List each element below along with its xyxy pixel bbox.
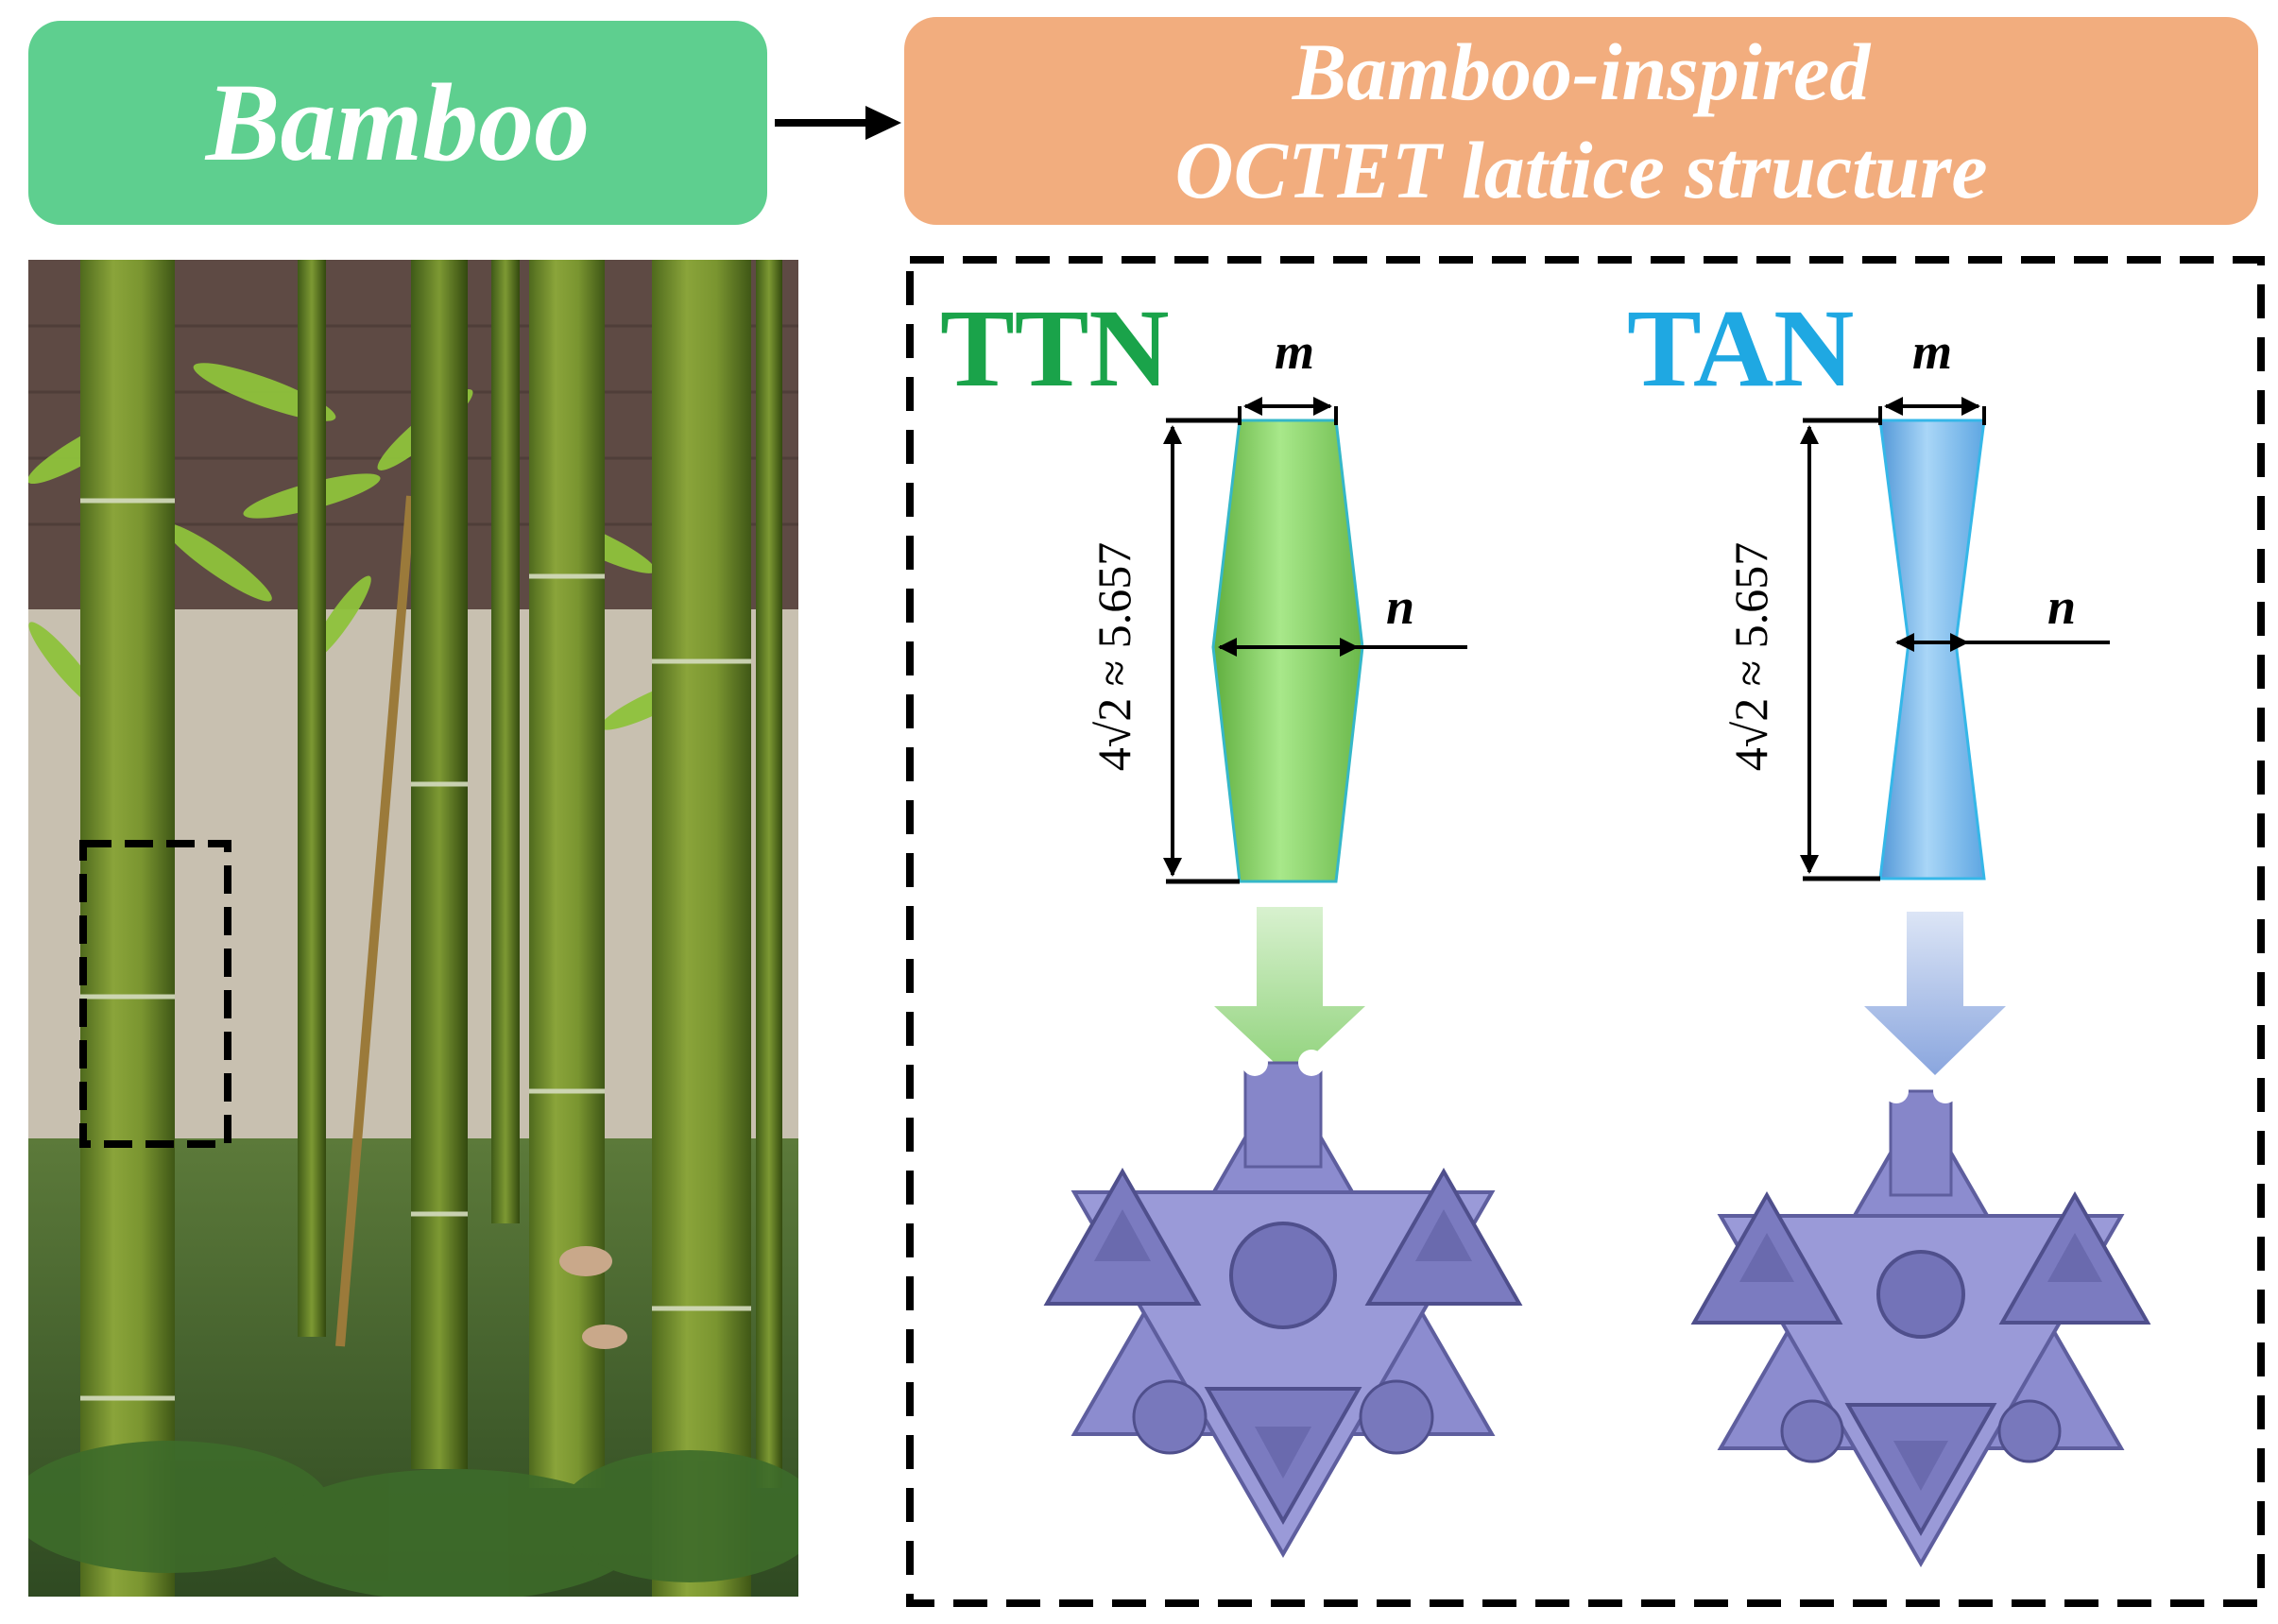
tan-down-arrow-icon bbox=[1864, 912, 2006, 1075]
ground-foliage bbox=[28, 1441, 798, 1597]
tan-length-label: 4√2 ≈ 5.657 bbox=[1724, 542, 1777, 771]
lattice-banner-line2: OCTET lattice structure bbox=[1174, 125, 1988, 215]
tan-top-width-label: m bbox=[1912, 323, 1952, 380]
ttn-strut bbox=[1211, 419, 1364, 883]
bamboo-culms bbox=[80, 260, 751, 1597]
ttn-label: TTN bbox=[940, 286, 1170, 410]
tan-mid-width-label: n bbox=[2047, 578, 2076, 635]
ttn-top-width-label: m bbox=[1275, 323, 1314, 380]
ttn-strut-diagram: 4√2 ≈ 5.657 m n bbox=[1088, 323, 1467, 884]
bamboo-photo bbox=[28, 260, 798, 1597]
tan-unit-cell bbox=[1690, 1079, 2151, 1568]
ttn-down-arrow-icon bbox=[1214, 907, 1365, 1077]
tan-label: TAN bbox=[1627, 286, 1855, 410]
lattice-panel: 4√2 ≈ 5.657 m n 4√2 ≈ 5.657 m n bbox=[906, 256, 2265, 1607]
ttn-mid-width-label: n bbox=[1386, 578, 1414, 635]
bamboo-banner: Bamboo bbox=[28, 21, 767, 225]
dashed-frame bbox=[906, 256, 2265, 1607]
lattice-banner-line1: Bamboo-inspired bbox=[1292, 26, 1871, 117]
flow-arrow-icon bbox=[775, 106, 901, 140]
lattice-banner: Bamboo-inspired OCTET lattice structure bbox=[904, 17, 2258, 225]
ttn-unit-cell bbox=[1043, 1050, 1523, 1559]
culm-nodes bbox=[80, 498, 751, 1401]
bamboo-banner-title: Bamboo bbox=[205, 60, 591, 184]
tan-strut-diagram: 4√2 ≈ 5.657 m n bbox=[1724, 323, 2110, 881]
ttn-length-label: 4√2 ≈ 5.657 bbox=[1088, 542, 1140, 771]
tan-strut bbox=[1878, 419, 1986, 880]
thin-stalks bbox=[298, 260, 782, 1488]
selection-box bbox=[79, 840, 231, 1148]
fallen-leaves bbox=[559, 1246, 627, 1349]
